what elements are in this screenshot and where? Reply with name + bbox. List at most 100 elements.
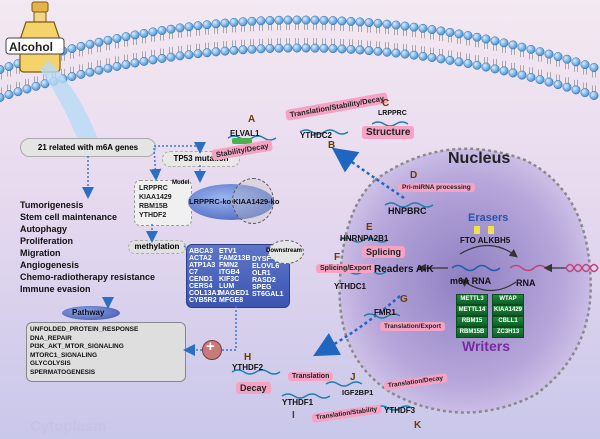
reader-func-d: Pri-miRNA processing xyxy=(398,183,475,192)
plus-circle xyxy=(202,340,222,360)
reader-func-i: Translation xyxy=(288,372,334,381)
downstream-gene-c-4: RASD2 xyxy=(252,277,276,284)
erasers-genes: FTO ALKBH5 xyxy=(460,236,511,245)
model-gene-2: KIAA1429 xyxy=(139,194,172,201)
writer-b-2: KIAA1429 xyxy=(492,305,524,316)
writer-a-2: METTL14 xyxy=(456,305,488,316)
writer-b-1: WTAP xyxy=(492,294,524,305)
model-label: Model xyxy=(172,180,190,186)
pathway-item-5: GLYCOLYSIS xyxy=(30,360,71,367)
eraser-chip-1 xyxy=(474,226,480,234)
reader-func-g: Translation/Export xyxy=(380,322,446,331)
downstream-gene-a-4: C7 xyxy=(189,269,198,276)
reader-gene-k: YTHDF3 xyxy=(384,406,416,415)
reader-gene-a: ELVAL1 xyxy=(230,129,260,138)
reader-gene-h: YTHDF2 xyxy=(232,363,264,372)
rna-label: RNA xyxy=(516,278,536,288)
reader-gene-e: HNRNPA2B1 xyxy=(340,234,389,243)
methylation-text: methylation xyxy=(134,242,180,251)
downstream-gene-c-1: DYSF xyxy=(252,256,271,263)
reader-letter-b: B xyxy=(328,140,336,151)
phenotype-item-4: Proliferation xyxy=(20,236,74,246)
reader-letter-e: E xyxy=(366,222,373,233)
reader-gene-d: HNPBRC xyxy=(388,206,427,216)
reader-func-f: Splicing/Export xyxy=(316,264,376,273)
reader-letter-d: D xyxy=(410,170,418,181)
downstream-gene-a-2: ACTA2 xyxy=(189,255,212,262)
tp53-text: TP53 mutation xyxy=(173,154,229,163)
downstream-label: Downstream xyxy=(266,248,303,254)
alcohol-bottle-icon xyxy=(5,1,65,73)
reader-gene-g: FMR1 xyxy=(374,308,396,317)
pathway-box xyxy=(26,322,186,382)
reader-letter-j: J xyxy=(350,372,356,383)
alcohol-label: Alcohol xyxy=(9,40,53,54)
writer-a-4: RBM15B xyxy=(456,327,488,338)
reader-letter-i: I xyxy=(292,410,295,421)
phenotype-item-2: Stem cell maintenance xyxy=(20,212,118,222)
pathway-ellipse xyxy=(62,306,120,320)
downstream-gene-c-5: SPEG xyxy=(252,284,272,291)
pathway-item-3: PI3K_AKT_MTOR_SIGNALING xyxy=(30,343,124,350)
pathway-item-4: MTORC1_SIGNALING xyxy=(30,351,98,359)
phenotype-item-1: Tumorigenesis xyxy=(20,200,84,210)
writer-a-1: METTL3 xyxy=(456,294,488,305)
downstream-gene-b-4: ITGB4 xyxy=(219,269,240,276)
reader-letter-k: K xyxy=(414,420,422,431)
downstream-gene-c-2: ELOVL6 xyxy=(252,263,280,270)
pathway-label: Pathway xyxy=(72,308,105,317)
reader-protein-a xyxy=(232,138,252,144)
reader-func-h: Decay xyxy=(236,382,271,394)
downstream-gene-a-8: CYB5R2 xyxy=(189,297,217,304)
downstream-gene-a-3: ATP1A3 xyxy=(189,262,216,269)
model-box: LRPPRC KIAA1429 RBM15B YTHDF2 xyxy=(134,180,192,226)
downstream-gene-a-7: COL13A1 xyxy=(189,290,221,297)
downstream-gene-a-5: CEND1 xyxy=(189,276,213,283)
phenotype-item-6: Angiogenesis xyxy=(20,260,80,270)
writer-b-3: CBLL1 xyxy=(492,316,524,327)
reader-letter-g: G xyxy=(400,294,408,305)
model-gene-3: RBM15B xyxy=(139,203,168,210)
readers-label: Readers A-K xyxy=(374,264,434,275)
m6a-genes-text: 21 related with m6A genes xyxy=(37,143,139,152)
reader-gene-j: IGF2BP1 xyxy=(342,388,374,397)
downstream-gene-b-2: FAM213B xyxy=(219,255,251,262)
ko-text: LRPPRC-ko KIAA1429-ko xyxy=(189,197,280,206)
cell-membrane xyxy=(0,15,599,102)
downstream-gene-a-1: ABCA3 xyxy=(189,248,214,255)
phenotype-item-7: Chemo-radiotherapy resistance xyxy=(20,272,156,282)
reader-func-e: Splicing xyxy=(362,246,406,258)
reader-gene-i: YTHDF1 xyxy=(282,398,314,407)
phenotype-item-8: Immune evasion xyxy=(20,284,91,294)
reader-letter-f: F xyxy=(334,252,341,263)
pathway-item-6: SPERMATOGENESIS xyxy=(30,368,96,376)
erasers-label: Erasers xyxy=(468,212,509,224)
downstream-gene-b-5: KIF3C xyxy=(219,276,240,283)
ko-bubble xyxy=(232,178,274,224)
downstream-gene-c-3: OLR1 xyxy=(252,270,271,277)
model-gene-1: LRPPRC xyxy=(139,185,168,192)
downstream-gene-b-8: MFGE8 xyxy=(219,297,244,304)
pathway-item-2: DNA_REPAIR xyxy=(30,334,72,342)
reader-letter-h: H xyxy=(244,352,252,363)
reader-func-c: Structure xyxy=(362,126,415,139)
downstream-bubble xyxy=(268,240,304,264)
reader-gene-c: LRPPRC xyxy=(378,110,407,117)
downstream-gene-b-6: LUM xyxy=(219,283,235,290)
downstream-gene-a-6: CERS4 xyxy=(189,283,213,290)
writer-a-3: RBM15 xyxy=(456,316,488,327)
downstream-gene-b-3: FMN2 xyxy=(219,262,239,269)
writers-label: Writers xyxy=(462,338,510,354)
cytoplasm-label: Cytoplasm xyxy=(30,418,107,435)
downstream-gene-b-1: ETV1 xyxy=(219,248,237,255)
writer-b-4: ZC3H13 xyxy=(492,327,524,338)
downstream-gene-c-6: ST6GAL1 xyxy=(252,291,284,298)
pathway-item-1: UNFOLDED_PROTEIN_RESPONSE xyxy=(30,326,139,333)
m6a-rna-label: m6A RNA xyxy=(450,276,492,286)
plus-sign: + xyxy=(206,338,215,355)
nucleus-label: Nucleus xyxy=(448,150,511,167)
reader-gene-b: YTHDC2 xyxy=(300,131,333,140)
phenotype-item-3: Autophagy xyxy=(20,224,67,234)
